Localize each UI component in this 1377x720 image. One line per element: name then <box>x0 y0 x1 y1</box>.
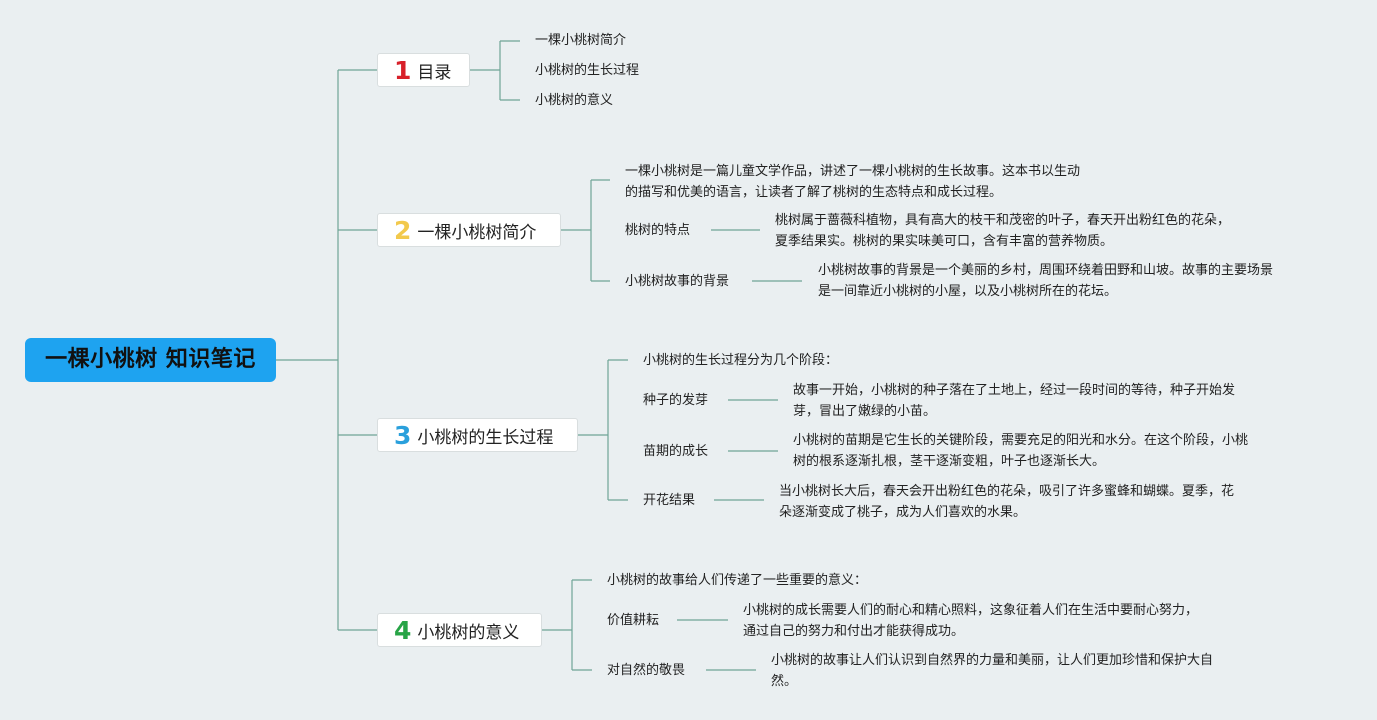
branch-number: 3 <box>394 420 412 450</box>
growth-summary[interactable]: 小桃树的生长过程分为几个阶段： <box>643 350 838 371</box>
text-line: 树的根系逐渐扎根，茎干逐渐变粗，叶子也逐渐长大。 <box>793 454 1106 469</box>
text-line: 当小桃树长大后，春天会开出粉红色的花朵，吸引了许多蜜蜂和蝴蝶。夏季，花 <box>779 484 1235 499</box>
text-line: 故事一开始，小桃树的种子落在了土地上，经过一段时间的等待，种子开始发 <box>793 383 1236 398</box>
branch-number: 4 <box>394 615 412 645</box>
branch-number: 2 <box>394 215 412 245</box>
branch-number: 1 <box>394 55 412 85</box>
toc-item-meaning[interactable]: 小桃树的意义 <box>535 93 614 108</box>
intro-story-background[interactable]: 小桃树故事的背景 <box>625 274 730 289</box>
meaning-nature-reverence-detail[interactable]: 小桃树的故事让人们认识到自然界的力量和美丽，让人们更加珍惜和保护大自 然。 <box>771 650 1213 692</box>
growth-seedling-detail[interactable]: 小桃树的苗期是它生长的关键阶段，需要充足的阳光和水分。在这个阶段，小桃 树的根系… <box>793 430 1248 472</box>
meaning-summary[interactable]: 小桃树的故事给人们传递了一些重要的意义： <box>607 570 867 591</box>
branch-label: 一棵小桃树简介 <box>417 222 537 243</box>
intro-story-background-detail[interactable]: 小桃树故事的背景是一个美丽的乡村，周围环绕着田野和山坡。故事的主要场景 是一间靠… <box>818 260 1273 302</box>
growth-blossom-fruit[interactable]: 开花结果 <box>643 493 696 508</box>
meaning-value-cultivation[interactable]: 价值耕耘 <box>607 613 660 628</box>
text-line: 一棵小桃树是一篇儿童文学作品，讲述了一棵小桃树的生长故事。这本书以生动 <box>625 164 1081 179</box>
branch-intro[interactable]: 2 一棵小桃树简介 <box>377 213 561 247</box>
branch-label: 小桃树的生长过程 <box>417 427 554 448</box>
text-line: 是一间靠近小桃树的小屋，以及小桃树所在的花坛。 <box>818 284 1118 299</box>
text-line: 小桃树故事的背景是一个美丽的乡村，周围环绕着田野和山坡。故事的主要场景 <box>818 263 1274 278</box>
intro-peach-features[interactable]: 桃树的特点 <box>625 223 691 238</box>
toc-item-intro[interactable]: 一棵小桃树简介 <box>535 33 627 48</box>
branch-growth[interactable]: 3 小桃树的生长过程 <box>377 418 578 452</box>
text-line: 小桃树的生长过程分为几个阶段： <box>643 353 839 368</box>
text-line: 夏季结果实。桃树的果实味美可口，含有丰富的营养物质。 <box>775 234 1114 249</box>
text-line: 小桃树的苗期是它生长的关键阶段，需要充足的阳光和水分。在这个阶段，小桃 <box>793 433 1249 448</box>
branch-meaning[interactable]: 4 小桃树的意义 <box>377 613 542 647</box>
text-line: 桃树属于蔷薇科植物，具有高大的枝干和茂密的叶子，春天开出粉红色的花朵， <box>775 213 1231 228</box>
text-line: 小桃树的成长需要人们的耐心和精心照料，这象征着人们在生活中要耐心努力， <box>743 603 1199 618</box>
growth-seedling[interactable]: 苗期的成长 <box>643 444 709 459</box>
text-line: 朵逐渐变成了桃子，成为人们喜欢的水果。 <box>779 505 1027 520</box>
branch-toc[interactable]: 1 目录 <box>377 53 470 87</box>
growth-blossom-fruit-detail[interactable]: 当小桃树长大后，春天会开出粉红色的花朵，吸引了许多蜜蜂和蝴蝶。夏季，花 朵逐渐变… <box>779 481 1234 523</box>
text-line: 的描写和优美的语言，让读者了解了桃树的生态特点和成长过程。 <box>625 185 1003 200</box>
intro-peach-features-detail[interactable]: 桃树属于蔷薇科植物，具有高大的枝干和茂密的叶子，春天开出粉红色的花朵， 夏季结果… <box>775 210 1230 252</box>
branch-label: 小桃树的意义 <box>417 622 520 643</box>
meaning-value-cultivation-detail[interactable]: 小桃树的成长需要人们的耐心和精心照料，这象征着人们在生活中要耐心努力， 通过自己… <box>743 600 1198 642</box>
meaning-nature-reverence[interactable]: 对自然的敬畏 <box>607 663 686 678</box>
growth-germination-detail[interactable]: 故事一开始，小桃树的种子落在了土地上，经过一段时间的等待，种子开始发 芽，冒出了… <box>793 380 1235 422</box>
text-line: 然。 <box>771 674 798 689</box>
text-line: 小桃树的故事让人们认识到自然界的力量和美丽，让人们更加珍惜和保护大自 <box>771 653 1214 668</box>
text-line: 小桃树的故事给人们传递了一些重要的意义： <box>607 573 868 588</box>
text-line: 通过自己的努力和付出才能获得成功。 <box>743 624 965 639</box>
branch-label: 目录 <box>417 62 452 83</box>
growth-germination[interactable]: 种子的发芽 <box>643 393 709 408</box>
root-topic[interactable]: 一棵小桃树 知识笔记 <box>25 338 276 382</box>
intro-summary[interactable]: 一棵小桃树是一篇儿童文学作品，讲述了一棵小桃树的生长故事。这本书以生动 的描写和… <box>625 161 1080 203</box>
text-line: 芽，冒出了嫩绿的小苗。 <box>793 404 937 419</box>
toc-item-growth[interactable]: 小桃树的生长过程 <box>535 63 640 78</box>
